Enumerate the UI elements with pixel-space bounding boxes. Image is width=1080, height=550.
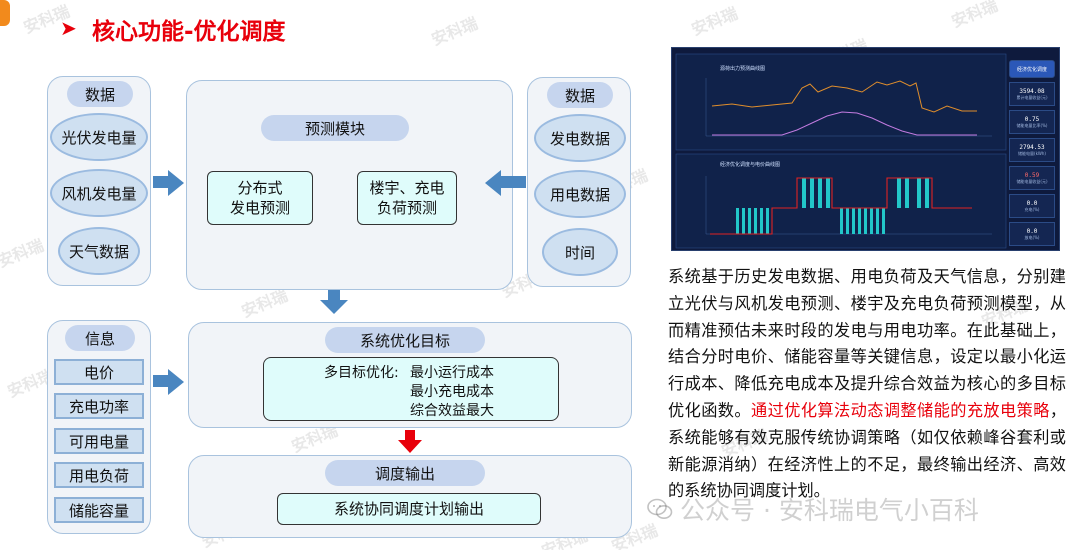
- goal-min-charging-cost: 最小充电成本: [410, 384, 494, 400]
- optimization-goals-box: 多目标优化: 最小运行成本 最小充电成本 综合效益最大: [263, 357, 559, 421]
- box-line: 分布式: [237, 178, 283, 197]
- arrow-left-icon: [485, 170, 501, 196]
- description-highlight: 通过优化算法动态调整储能的充放电策略: [751, 400, 1050, 420]
- forecast-module-title: 预测模块: [261, 115, 409, 141]
- weather-data-item: 天气数据: [58, 227, 140, 275]
- arrow-right-icon: [168, 369, 184, 395]
- price-line: [710, 177, 972, 235]
- time-item: 时间: [542, 228, 618, 276]
- arrow-right-icon: [168, 170, 184, 196]
- top-chart-title: 源荷出力预测曲线图: [720, 65, 765, 72]
- info-item-storage-capacity: 储能容量: [54, 497, 144, 523]
- corner-accent: [0, 0, 10, 26]
- page-title: 核心功能-优化调度: [92, 19, 286, 45]
- stat-label: 储能电量收益(元): [1016, 179, 1048, 184]
- goal-min-operating-cost: 最小运行成本: [410, 365, 494, 381]
- info-item-load: 用电负荷: [54, 462, 144, 488]
- stat-value: 2794.53: [1019, 144, 1045, 151]
- generation-data-item: 发电数据: [534, 114, 626, 162]
- distributed-generation-forecast-box: 分布式 发电预测: [207, 171, 313, 225]
- right-data-panel-title: 数据: [547, 82, 613, 108]
- stat-card: 3594.08 累计电量收益(元): [1009, 82, 1055, 106]
- watermark: 安科瑞: [428, 13, 481, 50]
- dispatch-output-box: 系统协同调度计划输出: [277, 493, 541, 525]
- stat-label: 储能电量比率(%): [1016, 123, 1048, 128]
- storage-bars: [736, 178, 929, 234]
- box-line: 负荷预测: [376, 199, 437, 217]
- arrow-down-icon: [320, 300, 348, 314]
- box-line: 楼宇、充电: [369, 178, 445, 197]
- stat-label: 放电(%): [1024, 235, 1040, 240]
- arrow-right-icon: [153, 176, 169, 188]
- arrow-right-icon: [153, 375, 169, 387]
- stat-value: 3594.08: [1019, 88, 1045, 95]
- stat-card: 0.75 储能电量比率(%): [1009, 110, 1055, 134]
- watermark: 安科瑞: [0, 235, 47, 272]
- stat-value: 0.59: [1024, 172, 1040, 179]
- load-forecast-line: [712, 111, 977, 136]
- right-data-panel: 数据 发电数据 用电数据 时间: [527, 77, 631, 287]
- description-text: ，系统能够有效克服传统协调策略（如仅依赖峰谷套利或新能源消纳）在经济性上的不足，…: [668, 400, 1067, 501]
- footer-watermark: 公众号 · 安科瑞电气小百科: [680, 496, 979, 525]
- watermark: 安科瑞: [948, 0, 1001, 32]
- stat-label: 充电(%): [1024, 207, 1040, 212]
- title-arrow-icon: ➤: [60, 16, 77, 40]
- stat-card: 0.59 储能电量收益(元): [1009, 166, 1055, 190]
- info-item-price: 电价: [54, 359, 144, 385]
- bottom-chart-title: 经济优化调度与电价曲线图: [720, 161, 780, 168]
- description-paragraph: 系统基于历史发电数据、用电负荷及天气信息，分别建立光伏与风机发电预测、楼宇及充电…: [668, 264, 1066, 505]
- optimization-label: 多目标优化:: [324, 365, 399, 381]
- arrow-left-icon: [500, 176, 526, 188]
- info-item-available-energy: 可用电量: [54, 428, 144, 454]
- left-data-panel-title: 数据: [67, 81, 133, 107]
- wind-generation-item: 风机发电量: [50, 169, 148, 217]
- stat-label: 储能电量(kWh): [1018, 151, 1046, 156]
- dashboard-screenshot: 源荷出力预测曲线图 经济优化调度与电价曲线图 经济优化调度 3594.08 累计…: [671, 47, 1060, 251]
- optimization-title: 系统优化目标: [325, 327, 485, 353]
- stat-value: 0.0: [1026, 228, 1038, 235]
- stat-card: 2794.53 储能电量(kWh): [1009, 138, 1055, 162]
- pv-generation-item: 光伏发电量: [50, 113, 148, 161]
- stat-value: 0.0: [1026, 200, 1038, 207]
- stat-label: 累计电量收益(元): [1016, 95, 1048, 100]
- pv-forecast-line: [711, 80, 977, 113]
- forecast-module-panel: 预测模块 分布式 发电预测 楼宇、充电 负荷预测: [186, 80, 513, 290]
- description-text: 系统基于历史发电数据、用电负荷及天气信息，分别建立光伏与风机发电预测、楼宇及充电…: [668, 267, 1066, 420]
- consumption-data-item: 用电数据: [534, 170, 626, 218]
- arrow-down-icon: [328, 290, 340, 300]
- dispatch-title: 调度输出: [325, 460, 485, 486]
- stat-card: 0.0 放电(%): [1009, 222, 1055, 246]
- arrow-down-red-icon: [405, 430, 415, 440]
- economic-dispatch-button[interactable]: 经济优化调度: [1009, 60, 1055, 78]
- arrow-down-red-icon: [398, 440, 422, 453]
- left-data-panel: 数据 光伏发电量 风机发电量 天气数据: [47, 76, 151, 286]
- info-panel: 信息 电价 充电功率 可用电量 用电负荷 储能容量: [47, 320, 151, 534]
- info-panel-title: 信息: [65, 325, 135, 351]
- dispatch-panel: 调度输出 系统协同调度计划输出: [188, 455, 632, 538]
- watermark: 安科瑞: [688, 3, 741, 40]
- stat-value: 0.75: [1024, 116, 1040, 123]
- wechat-icon: [647, 498, 673, 519]
- building-charging-load-forecast-box: 楼宇、充电 负荷预测: [357, 171, 457, 225]
- stat-card: 0.0 充电(%): [1009, 194, 1055, 218]
- info-item-charging-power: 充电功率: [54, 393, 144, 419]
- box-line: 发电预测: [229, 199, 290, 217]
- optimization-panel: 系统优化目标 多目标优化: 最小运行成本 最小充电成本 综合效益最大: [188, 322, 632, 428]
- goal-max-overall-benefit: 综合效益最大: [410, 403, 494, 419]
- dashboard-charts: 源荷出力预测曲线图 经济优化调度与电价曲线图: [675, 53, 1007, 249]
